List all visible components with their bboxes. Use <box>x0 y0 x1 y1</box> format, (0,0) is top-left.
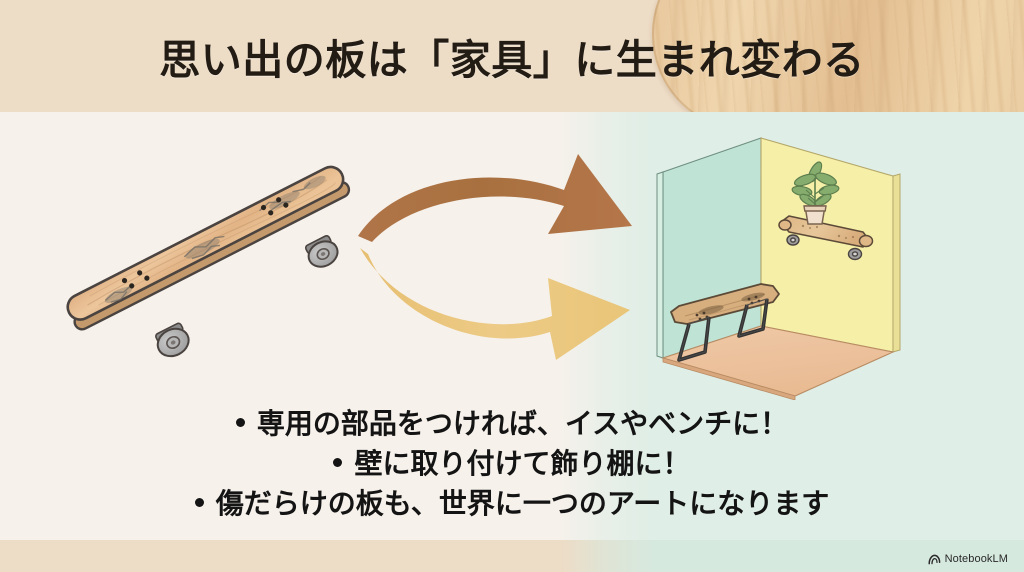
bullet-text: 専用の部品をつければ、イスやベンチに！ <box>256 407 789 440</box>
notebooklm-logo-icon <box>928 554 941 565</box>
list-item: 傷だらけの板も、世界に一つのアートになります <box>194 484 830 524</box>
bullet-marker-icon <box>194 497 204 507</box>
transformation-arrows <box>352 150 668 360</box>
header-band <box>0 0 1024 112</box>
bullet-text: 壁に取り付けて飾り棚に！ <box>354 446 691 480</box>
notebooklm-label: NotebookLM <box>944 553 1008 565</box>
old-skateboard-illustration <box>42 146 392 386</box>
bullet-list: 専用の部品をつければ、イスやベンチに！ 壁に取り付けて飾り棚に！ 傷だらけの板も… <box>0 404 1024 523</box>
bullet-marker-icon <box>235 418 245 427</box>
bullet-text: 傷だらけの板も、世界に一つのアートになります <box>215 486 830 520</box>
list-item: 専用の部品をつければ、イスやベンチに！ <box>235 404 789 444</box>
bottom-band-right <box>0 540 1024 572</box>
notebooklm-watermark: NotebookLM <box>928 553 1008 565</box>
bullet-marker-icon <box>333 457 343 467</box>
page-title: 思い出の板は「家具」に生まれ変わる <box>159 36 865 84</box>
list-item: 壁に取り付けて飾り棚に！ <box>333 444 691 484</box>
room-scene-illustration <box>655 130 955 401</box>
